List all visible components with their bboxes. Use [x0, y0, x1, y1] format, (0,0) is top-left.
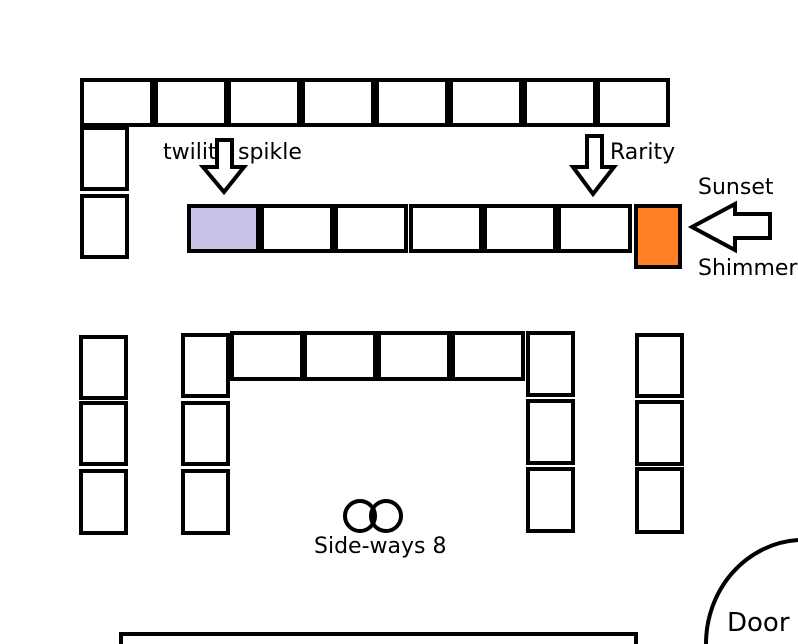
desk: [79, 335, 128, 400]
desk: [526, 331, 575, 397]
infinity-symbol-icon: [343, 499, 403, 533]
desk: [596, 78, 670, 127]
desk: [375, 78, 449, 127]
desk: [79, 401, 128, 466]
desk: [526, 399, 575, 465]
desk: [635, 467, 684, 534]
desk-twilight-seat: [187, 204, 260, 253]
desk: [526, 467, 575, 533]
desk: [79, 469, 128, 535]
desk: [409, 204, 483, 253]
desk: [523, 78, 597, 127]
desk: [260, 204, 334, 253]
door-arc: [703, 538, 798, 644]
teacher-desk: [119, 632, 638, 644]
desk: [80, 78, 154, 127]
left-arrow-icon: [687, 200, 772, 254]
label-shimmer: Shimmer: [698, 256, 798, 281]
desk: [230, 331, 304, 381]
desk: [301, 78, 375, 127]
label-door: Door: [727, 608, 790, 638]
top-desk-row: [80, 78, 670, 127]
label-sunset: Sunset: [698, 175, 774, 200]
bottom-desk-group: [79, 331, 684, 535]
desk: [635, 333, 684, 398]
middle-desk-row: [187, 204, 682, 269]
desk: [181, 469, 230, 535]
label-rarity: Rarity: [610, 140, 675, 165]
desk: [80, 126, 129, 191]
desk: [80, 194, 129, 259]
desk: [303, 331, 377, 381]
desk: [449, 78, 523, 127]
label-spikle: spikle: [238, 140, 302, 165]
down-arrow-icon: [198, 138, 249, 196]
desk: [181, 401, 230, 466]
desk: [635, 400, 684, 466]
down-arrow-icon: [569, 134, 619, 198]
desk: [557, 204, 632, 253]
desk: [377, 331, 451, 381]
desk: [181, 333, 230, 398]
left-desk-column-upper: [80, 126, 129, 259]
desk: [227, 78, 301, 127]
desk: [483, 204, 557, 253]
desk: [154, 78, 228, 127]
label-sideways-8: Side-ways 8: [314, 534, 446, 559]
desk: [451, 331, 525, 381]
desk: [334, 204, 408, 253]
desk-sunset-seat: [634, 204, 682, 269]
label-twilit: twilit: [163, 140, 217, 165]
